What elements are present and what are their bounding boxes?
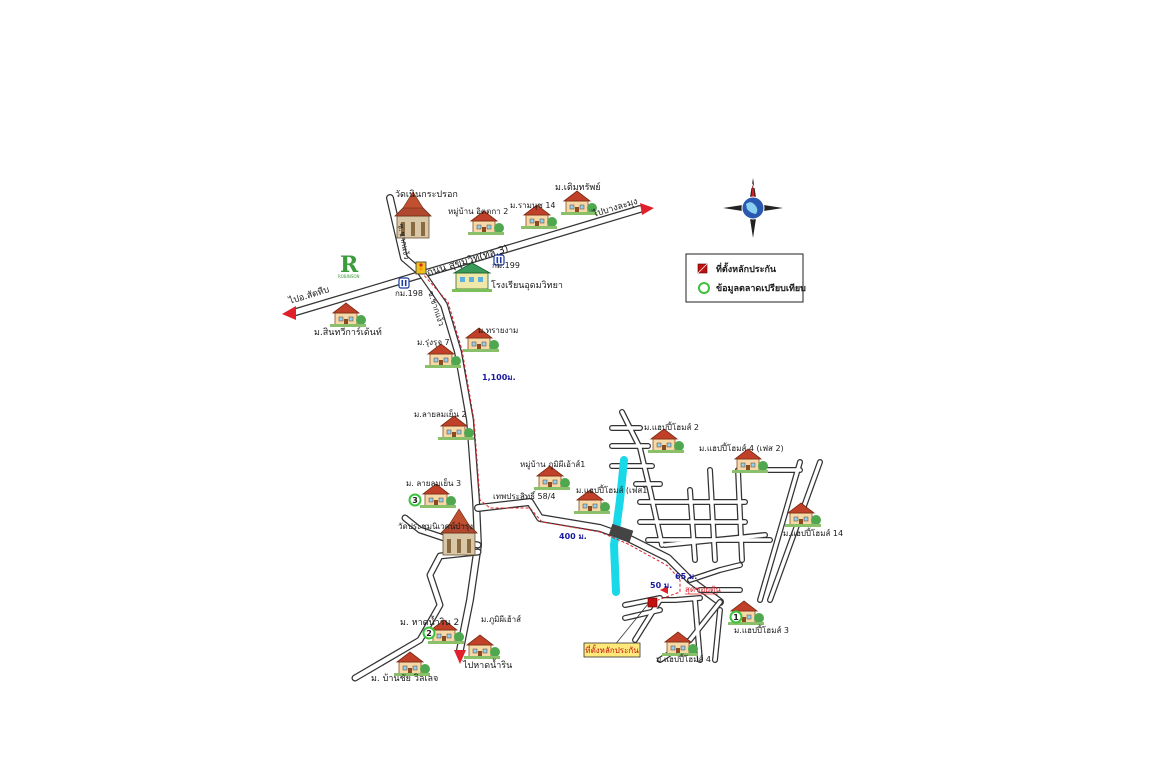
compare-marker-2: 2 — [422, 626, 436, 640]
label-temple-mid: วัดประชุมนิเวศน์บำรุง — [398, 521, 473, 531]
label-happy-home1: ม.แฮปปี้โฮมส์ (เฟส1 — [576, 484, 647, 495]
road-sukhumvit — [292, 205, 644, 316]
label-happy-home4f2: ม.แฮปปี้โฮมส์ 4 (เฟส 2) — [699, 442, 784, 453]
label-mb-ittakha: หมู่บ้าน อิตตกา 2 — [448, 207, 508, 217]
road-main-soi — [417, 268, 482, 654]
traffic-light-icon — [415, 261, 427, 275]
distance-1100: 1,100ม. — [482, 373, 516, 382]
house-icon-phumi — [463, 634, 501, 660]
house-icon-mb-phumi — [533, 465, 571, 491]
compare-marker-3: 3 — [408, 493, 422, 507]
compare-marker-1: 1 — [729, 610, 743, 624]
subject-site-marker — [647, 597, 658, 608]
km198-sign-icon — [398, 277, 410, 289]
label-km199: กม.199 — [492, 261, 520, 270]
svg-text:R: R — [340, 252, 359, 278]
arrow-lane-end-icon — [660, 586, 668, 594]
label-m-thrai: ม.ทรายงาม — [478, 326, 518, 335]
house-icon-sinthawee — [329, 302, 367, 328]
svg-text:1: 1 — [733, 613, 739, 622]
label-m-rung7: ม.รุ่งรุจ 7 — [417, 338, 450, 347]
road-side-north — [386, 194, 422, 274]
compass-icon: N — [723, 178, 783, 238]
label-m-laem3: ม. ลายลมเย็น 3 — [406, 478, 461, 488]
label-km198: กม.198 — [395, 289, 423, 298]
house-icon-happy-home14 — [784, 502, 822, 528]
road-network — [292, 194, 823, 682]
svg-text:2: 2 — [426, 629, 432, 638]
label-happy-home2: ม.แฮปปี้โฮมส์ 2 — [644, 421, 699, 432]
temple-mid-icon — [440, 508, 478, 556]
label-mb-phumi: หมู่บ้าน ภูมิผีเอ้าส์1 — [520, 459, 585, 470]
label-happy-home14: ม.แฮปปี้โฮมส์ 14 — [783, 527, 843, 538]
label-m-hat2: ม. หาดน้ำริน 2 — [400, 615, 459, 628]
legend: ที่ตั้งหลักประกัน ข้อมูลตลาดเปรียบเทียบ — [685, 253, 806, 303]
label-m-banchai: ม. บ้านชัย วิลเลจ — [371, 673, 438, 684]
label-happy-home4: ม.แฮปปี้โฮมส์ 4 — [656, 653, 711, 664]
label-m-sinthawee: ม.สินทวีการ์เด้นท์ — [314, 326, 382, 338]
subject-tag: ที่ตั้งหลักประกัน — [583, 603, 649, 658]
robinson-logo: R ROBINSON — [338, 252, 360, 279]
legend-compare-icon — [698, 282, 710, 294]
label-school: โรงเรียนอุดมวิทยา — [491, 280, 563, 291]
bridge — [608, 523, 634, 543]
label-m-laem2: ม.ลายลมเย็น 2 — [414, 409, 467, 419]
arrow-south-icon — [454, 650, 466, 664]
distance-50: 50 ม. — [650, 581, 672, 590]
road-grid-east-fill — [610, 410, 822, 662]
label-happy-home3: ม.แฮปปี้โฮมส์ 3 — [734, 624, 789, 635]
label-thepprasit: เทพประสิทธิ์ 58/4 — [493, 490, 556, 501]
label-m-ramanut: ม.รามนุช 14 — [510, 201, 556, 210]
distance-400: 400 ม. — [559, 532, 587, 541]
label-temple-top: วัดเนินกระปรอก — [395, 189, 458, 200]
svg-text:ที่ตั้งหลักประกัน: ที่ตั้งหลักประกัน — [585, 644, 639, 655]
canal — [609, 456, 628, 596]
label-to-hatnamrin: ไปหาดน้ำริน — [462, 658, 512, 671]
svg-text:N: N — [750, 183, 755, 190]
label-m-phumi: ม.ภูมิผีเฮ้าส์ — [481, 614, 521, 625]
label-m-toemsap: ม.เติมทรัพย์ — [555, 181, 601, 193]
distance-65: 65 ม. — [675, 572, 697, 581]
legend-subject-label: ที่ตั้งหลักประกัน — [716, 262, 777, 275]
lane-end-label: สุดซอยตัน — [685, 585, 721, 594]
route-line — [420, 271, 681, 601]
house-icon-happy-home2 — [647, 428, 685, 454]
arrow-west-icon — [282, 306, 296, 320]
legend-compare-label: ข้อมูลตลาดเปรียบเทียบ — [716, 283, 806, 294]
arrow-east-icon — [640, 203, 654, 215]
legend-subject-icon — [697, 263, 708, 274]
svg-text:ROBINSON: ROBINSON — [338, 274, 360, 279]
svg-text:3: 3 — [412, 496, 418, 505]
road-thepprasit — [474, 498, 724, 606]
